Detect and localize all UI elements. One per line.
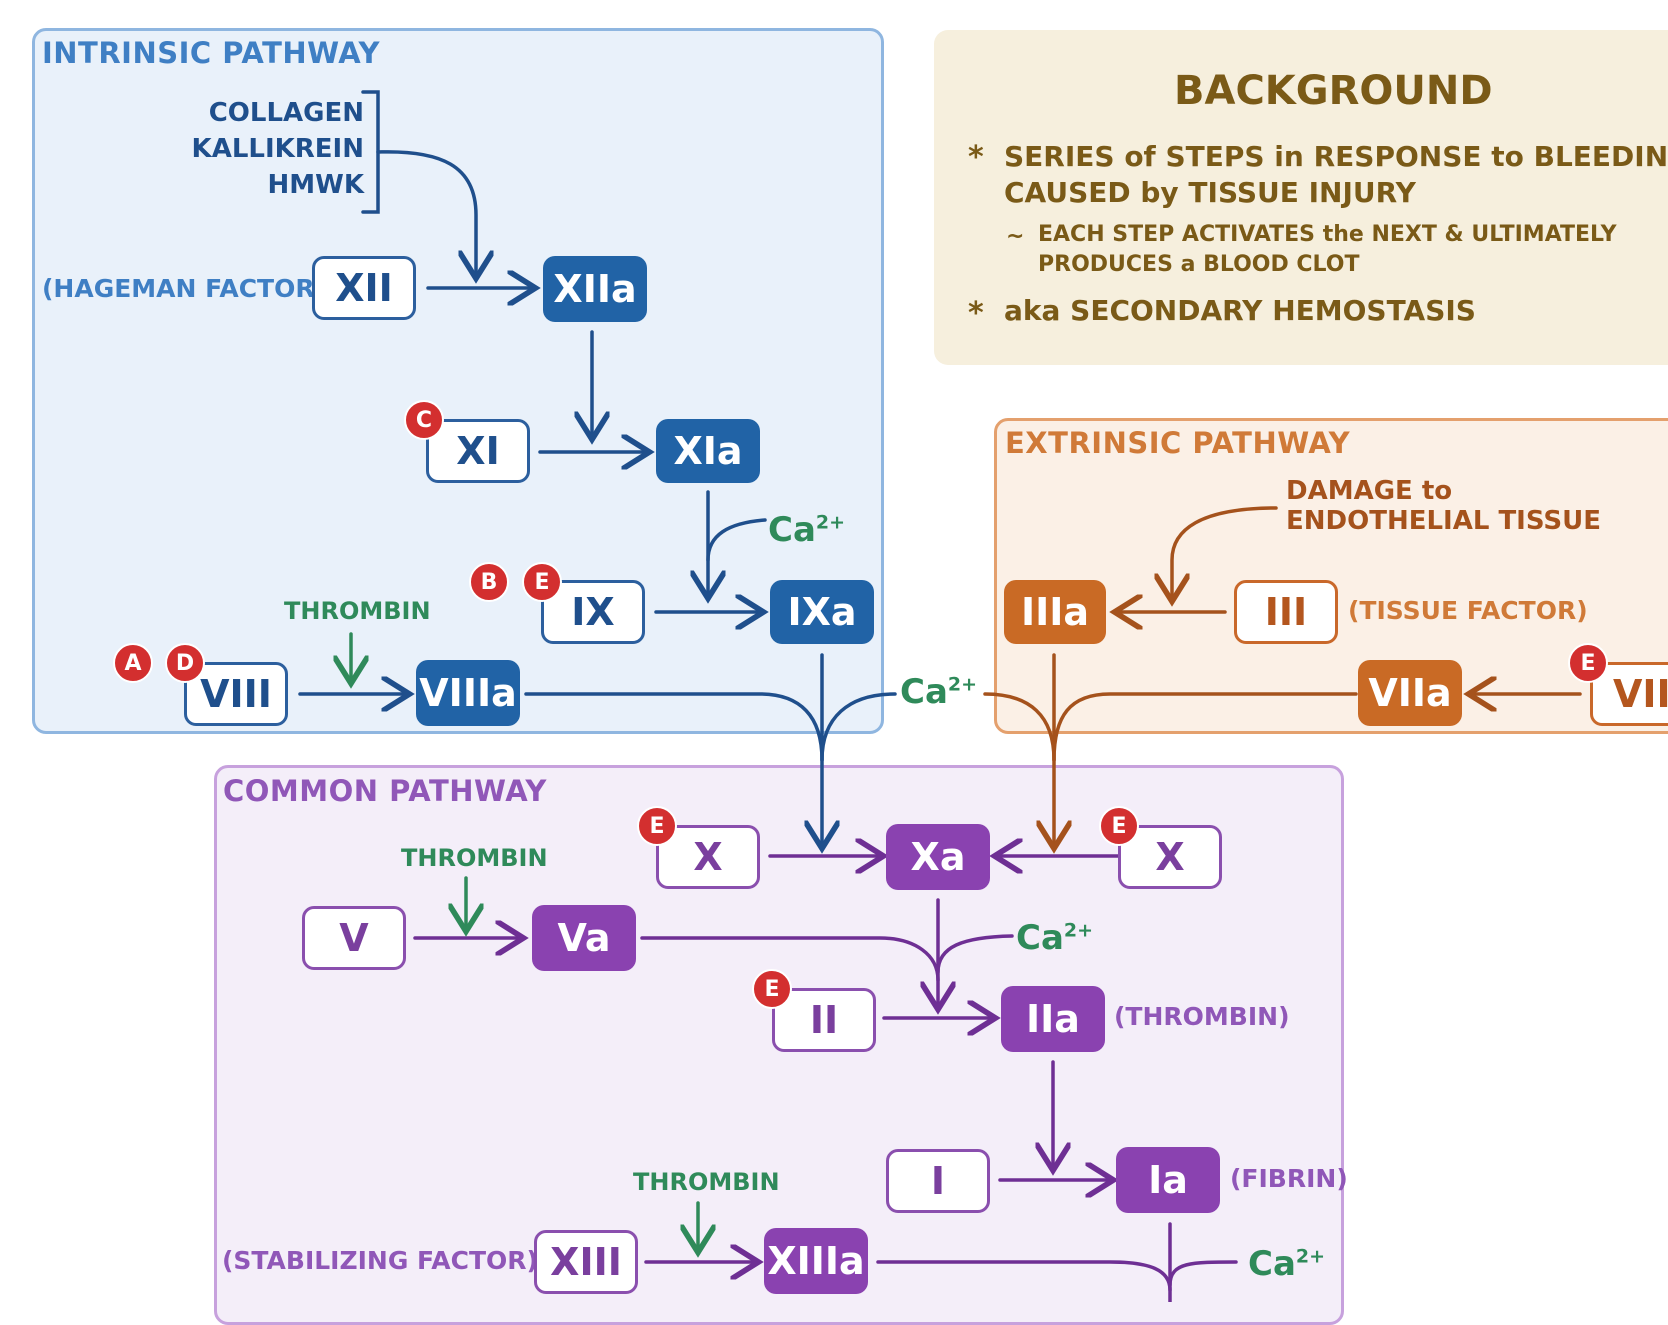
- factor-xiii: XIII: [534, 1230, 638, 1294]
- factor-iiia: IIIa: [1004, 580, 1106, 644]
- thrombin-label-v: THROMBIN: [401, 844, 548, 872]
- factor-i: I: [886, 1149, 990, 1213]
- factor-xiia: XIIa: [543, 256, 647, 322]
- factor-v: V: [302, 906, 406, 970]
- background-sub-tilde: ~: [1006, 224, 1025, 249]
- extrinsic-pathway-title: EXTRINSIC PATHWAY: [1005, 426, 1351, 460]
- badge-e-ix: E: [522, 562, 562, 602]
- fibrin-label: (FIBRIN): [1230, 1164, 1348, 1193]
- factor-iii: III: [1234, 580, 1338, 644]
- thrombin-label-intrinsic: THROMBIN: [284, 597, 431, 625]
- calcium-base: Ca: [768, 510, 816, 550]
- factor-va: Va: [532, 905, 636, 971]
- badge-e-x-right: E: [1099, 806, 1139, 846]
- calcium-charge: 2+: [1063, 919, 1094, 942]
- background-bullet-1: *: [968, 140, 984, 175]
- background-panel: [934, 30, 1668, 365]
- damage-label-line-1: DAMAGE to: [1286, 476, 1453, 506]
- background-sub-line-1: EACH STEP ACTIVATES the NEXT & ULTIMATEL…: [1038, 222, 1617, 247]
- extrinsic-pathway-panel: [994, 418, 1668, 734]
- factor-viia: VIIa: [1358, 660, 1462, 726]
- thrombin-parenthetical: (THROMBIN): [1114, 1002, 1290, 1031]
- badge-e-ii: E: [752, 969, 792, 1009]
- factor-xia: XIa: [656, 419, 760, 483]
- factor-ixa: IXa: [770, 580, 874, 644]
- calcium-base: Ca: [1016, 918, 1064, 958]
- factor-viiia: VIIIa: [416, 660, 520, 726]
- hageman-factor-label: (HAGEMAN FACTOR): [42, 274, 327, 303]
- factor-ia: Ia: [1116, 1147, 1220, 1213]
- background-bullet-2: *: [968, 296, 984, 331]
- input-collagen: COLLAGEN: [208, 98, 364, 128]
- badge-b: B: [469, 562, 509, 602]
- factor-xiiia: XIIIa: [764, 1228, 868, 1294]
- intrinsic-pathway-title: INTRINSIC PATHWAY: [42, 36, 380, 70]
- input-hmwk: HMWK: [267, 170, 364, 200]
- background-title: BACKGROUND: [1174, 68, 1493, 114]
- background-sub-line-2: PRODUCES a BLOOD CLOT: [1038, 252, 1360, 277]
- badge-a: A: [113, 643, 153, 683]
- thrombin-label-xiii: THROMBIN: [633, 1168, 780, 1196]
- badge-d: D: [165, 643, 205, 683]
- badge-c: C: [404, 400, 444, 440]
- calcium-label-xa: Ca2+: [1016, 918, 1093, 958]
- calcium-base: Ca: [900, 672, 948, 712]
- calcium-charge: 2+: [1295, 1245, 1326, 1268]
- factor-xii: XII: [312, 256, 416, 320]
- factor-xa: Xa: [886, 824, 990, 890]
- input-kallikrein: KALLIKREIN: [191, 134, 364, 164]
- background-point-2: aka SECONDARY HEMOSTASIS: [1004, 294, 1476, 327]
- common-pathway-title: COMMON PATHWAY: [223, 774, 547, 808]
- calcium-charge: 2+: [947, 673, 978, 696]
- calcium-label-ix: Ca2+: [768, 510, 845, 550]
- background-point-1-line-2: CAUSED by TISSUE INJURY: [1004, 176, 1416, 209]
- badge-e-vii: E: [1568, 643, 1608, 683]
- calcium-label-ia: Ca2+: [1248, 1244, 1325, 1284]
- tissue-factor-label: (TISSUE FACTOR): [1348, 596, 1588, 625]
- stabilizing-factor-label: (STABILIZING FACTOR): [222, 1246, 538, 1275]
- background-point-1-line-1: SERIES of STEPS in RESPONSE to BLEEDING: [1004, 140, 1668, 173]
- damage-label-line-2: ENDOTHELIAL TISSUE: [1286, 506, 1602, 536]
- calcium-base: Ca: [1248, 1244, 1296, 1284]
- calcium-label-junction: Ca2+: [900, 672, 977, 712]
- factor-iia: IIa: [1001, 986, 1105, 1052]
- badge-e-x-left: E: [637, 806, 677, 846]
- calcium-charge: 2+: [815, 511, 846, 534]
- factor-xi: XI: [426, 419, 530, 483]
